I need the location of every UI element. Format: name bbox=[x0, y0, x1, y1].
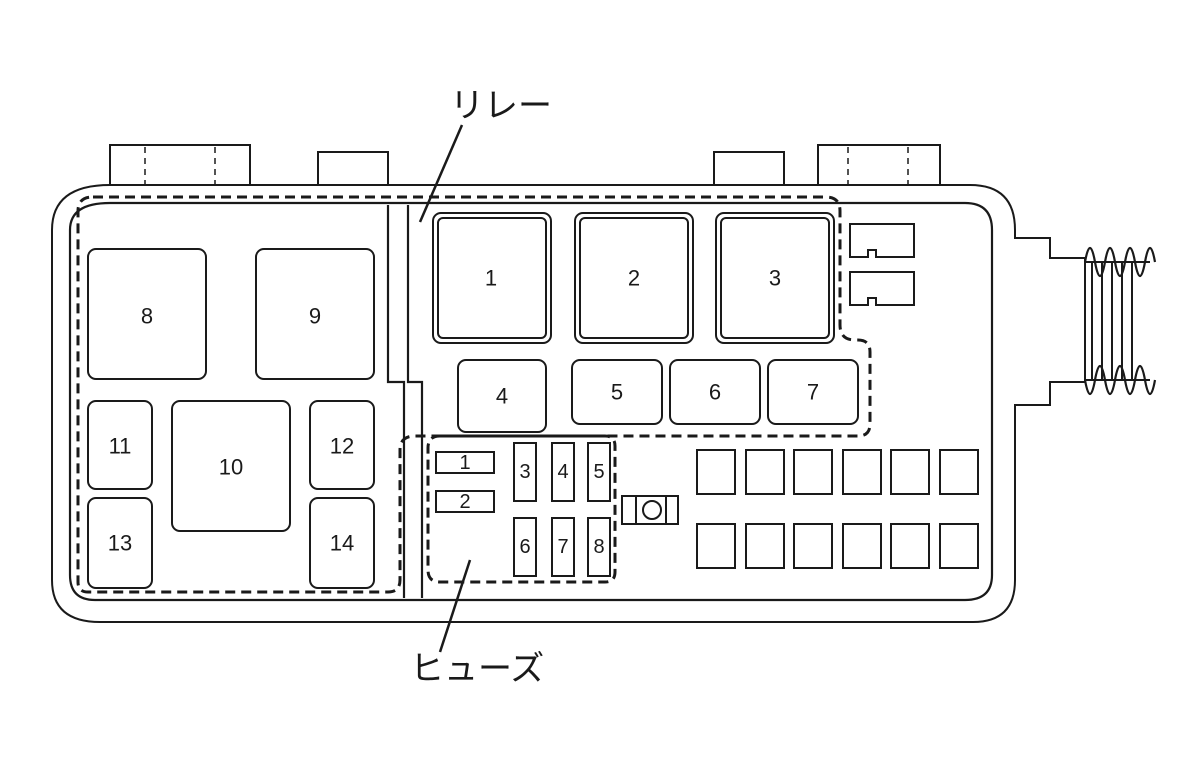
fuse-5: 5 bbox=[587, 442, 611, 502]
fuse-callout-label: ヒューズ bbox=[410, 649, 544, 689]
relay-2: 2 bbox=[574, 212, 694, 344]
relay-2-label: 2 bbox=[628, 266, 640, 291]
relay-8: 8 bbox=[87, 248, 207, 380]
relay-4: 4 bbox=[457, 359, 547, 433]
fuse-4-label: 4 bbox=[557, 461, 568, 483]
fuse-2-label: 2 bbox=[459, 491, 470, 513]
fuse-1-label: 1 bbox=[459, 452, 470, 474]
harness-grommet bbox=[1083, 246, 1157, 396]
fuse-7-label: 7 bbox=[557, 536, 568, 558]
relay-1-label: 1 bbox=[485, 266, 497, 291]
fuse-8-label: 8 bbox=[593, 536, 604, 558]
top-connector-tabs bbox=[109, 144, 941, 188]
relay-6: 6 bbox=[669, 359, 761, 425]
fuse-7: 7 bbox=[551, 517, 575, 577]
relay-12-label: 12 bbox=[330, 434, 354, 459]
relay-5: 5 bbox=[571, 359, 663, 425]
fuse-8: 8 bbox=[587, 517, 611, 577]
relay-3: 3 bbox=[715, 212, 835, 344]
relay-10-label: 10 bbox=[219, 455, 243, 480]
relay-11-label: 11 bbox=[109, 434, 132, 459]
fuse-3-label: 3 bbox=[519, 461, 530, 483]
relay-callout-leader bbox=[418, 124, 464, 223]
relay-4-label: 4 bbox=[496, 384, 508, 409]
fuse-1: 1 bbox=[435, 451, 495, 474]
relay-7-label: 7 bbox=[807, 380, 819, 405]
relay-6-label: 6 bbox=[709, 380, 721, 405]
spare-fuse-slots bbox=[696, 449, 979, 569]
relay-10: 10 bbox=[171, 400, 291, 532]
fuse-6: 6 bbox=[513, 517, 537, 577]
fuse-3: 3 bbox=[513, 442, 537, 502]
relay-14-label: 14 bbox=[330, 531, 354, 556]
fuse-puller-clip bbox=[621, 495, 679, 525]
relay-3-label: 3 bbox=[769, 266, 781, 291]
relay-1: 1 bbox=[432, 212, 552, 344]
fuse-group-outline bbox=[426, 434, 617, 584]
fuse-2: 2 bbox=[435, 490, 495, 513]
relay-13: 13 bbox=[87, 497, 153, 589]
relay-callout-label: リレー bbox=[450, 86, 552, 126]
relay-13-label: 13 bbox=[108, 531, 132, 556]
fuse-callout-leader bbox=[438, 559, 472, 653]
fuse-4: 4 bbox=[551, 442, 575, 502]
diode-connectors bbox=[849, 223, 915, 306]
relay-5-label: 5 bbox=[611, 380, 623, 405]
relay-9: 9 bbox=[255, 248, 375, 380]
relay-14: 14 bbox=[309, 497, 375, 589]
relay-12: 12 bbox=[309, 400, 375, 490]
relay-7: 7 bbox=[767, 359, 859, 425]
relay-11: 11 bbox=[87, 400, 153, 490]
fuse-6-label: 6 bbox=[519, 536, 530, 558]
fuse-5-label: 5 bbox=[593, 461, 604, 483]
relay-9-label: 9 bbox=[309, 304, 321, 329]
relay-8-label: 8 bbox=[141, 304, 153, 329]
